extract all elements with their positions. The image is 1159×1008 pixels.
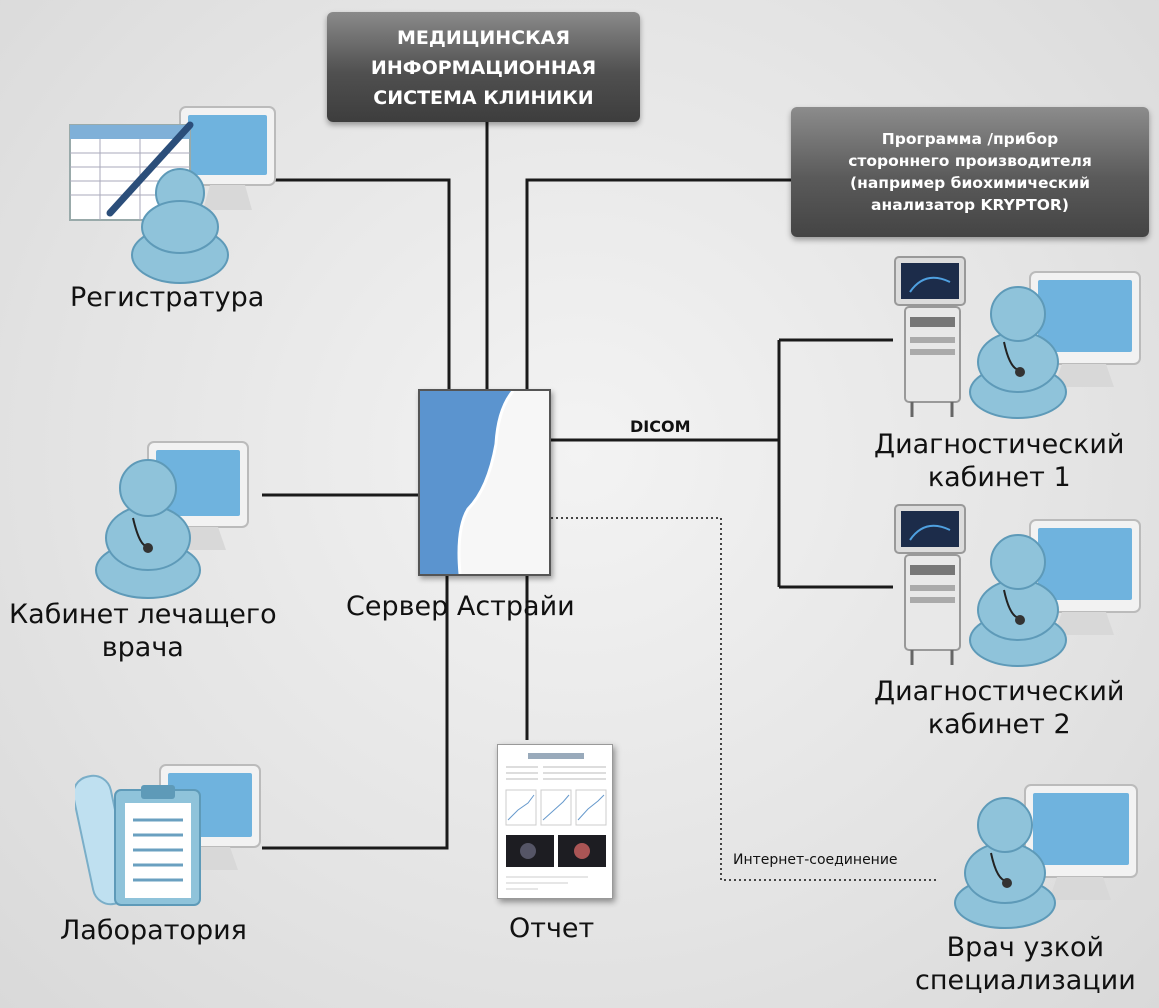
label-laboratory: Лаборатория	[60, 915, 247, 946]
label-dicom: DICOM	[630, 417, 691, 436]
diag2-icon	[894, 504, 1141, 667]
label-registratura: Регистратура	[70, 282, 265, 313]
label-specialist: Врач узкой специализации	[915, 931, 1136, 997]
third-line-3: (например биохимический	[850, 174, 1090, 192]
line-third-party	[525, 178, 791, 389]
third-line-1: Программа /прибор	[881, 130, 1059, 148]
third-party-box: Программа /прибор стороннего производите…	[791, 107, 1149, 237]
diag1-icon	[894, 256, 1141, 419]
line-registratura	[270, 178, 451, 389]
label-server: Сервер Астрайи	[346, 591, 575, 622]
server-icon	[418, 389, 551, 576]
label-report: Отчет	[509, 913, 595, 944]
diag2-line-1: Диагностический	[874, 676, 1125, 707]
label-diag2: Диагностический кабинет 2	[874, 675, 1124, 741]
specialist-icon	[954, 784, 1138, 929]
specialist-line-2: специализации	[915, 965, 1136, 996]
laboratory-icon	[75, 764, 261, 906]
diag2-line-2: кабинет 2	[927, 709, 1071, 740]
label-diag1: Диагностический кабинет 1	[874, 428, 1124, 494]
line-laboratory	[262, 576, 449, 850]
label-doctor-office: Кабинет лечащего врача	[9, 598, 277, 664]
label-internet: Интернет-соединение	[733, 852, 898, 868]
line-internet	[551, 517, 938, 881]
mis-line-3: СИСТЕМА КЛИНИКИ	[373, 87, 594, 109]
diag1-line-2: кабинет 1	[927, 462, 1071, 493]
third-line-2: стороннего производителя	[848, 152, 1092, 170]
mis-line-2: ИНФОРМАЦИОННАЯ	[370, 57, 597, 79]
third-line-4: анализатор KRYPTOR)	[871, 196, 1069, 214]
report-icon	[497, 744, 613, 899]
registratura-icon	[69, 106, 276, 284]
specialist-line-1: Врач узкой	[946, 932, 1105, 963]
doctor-office-line-2: врача	[101, 632, 184, 663]
diag1-line-1: Диагностический	[874, 429, 1125, 460]
mis-line-1: МЕДИЦИНСКАЯ	[397, 27, 570, 49]
mis-box: МЕДИЦИНСКАЯ ИНФОРМАЦИОННАЯ СИСТЕМА КЛИНИ…	[327, 12, 640, 122]
doctor-office-icon	[95, 441, 249, 599]
doctor-office-line-1: Кабинет лечащего	[9, 599, 277, 630]
